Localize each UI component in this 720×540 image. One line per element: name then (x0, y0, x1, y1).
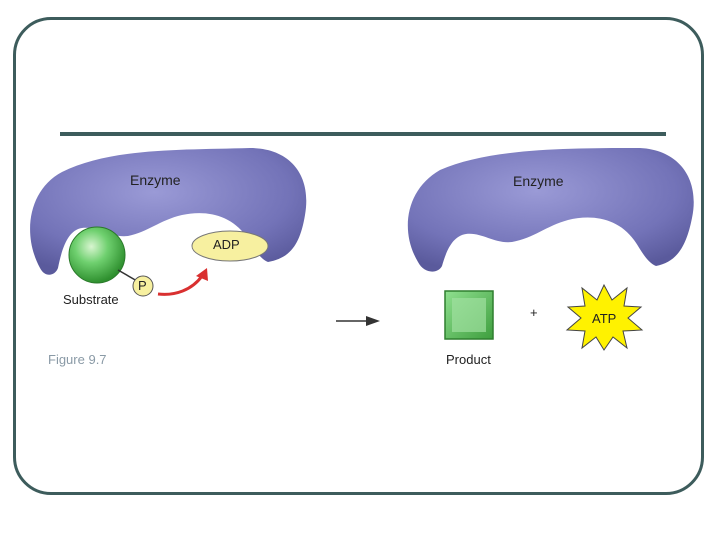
adp-ellipse (191, 230, 269, 262)
transfer-arrow (157, 275, 204, 296)
substrate-sphere (68, 226, 126, 284)
adp-label: ADP (213, 237, 240, 252)
figure-caption: Figure 9.7 (48, 352, 107, 367)
title-divider (60, 132, 666, 136)
product-label: Product (446, 352, 491, 367)
product-square-inner (452, 298, 486, 332)
substrate-label: Substrate (63, 292, 119, 307)
atp-starburst (565, 283, 644, 351)
reaction-arrowhead (366, 316, 380, 326)
enzyme-right-shape (407, 148, 694, 272)
transfer-arrowhead (196, 268, 208, 281)
enzyme-label-left: Enzyme (130, 172, 181, 188)
phosphate-label: P (138, 278, 147, 293)
enzyme-left-shape (30, 148, 307, 275)
slide-frame (13, 17, 704, 495)
phosphate-bond (117, 269, 138, 282)
enzyme-label-right: Enzyme (513, 173, 564, 189)
phosphate-circle (132, 275, 154, 297)
atp-label: ATP (592, 311, 617, 326)
plus-sign: + (530, 305, 538, 320)
